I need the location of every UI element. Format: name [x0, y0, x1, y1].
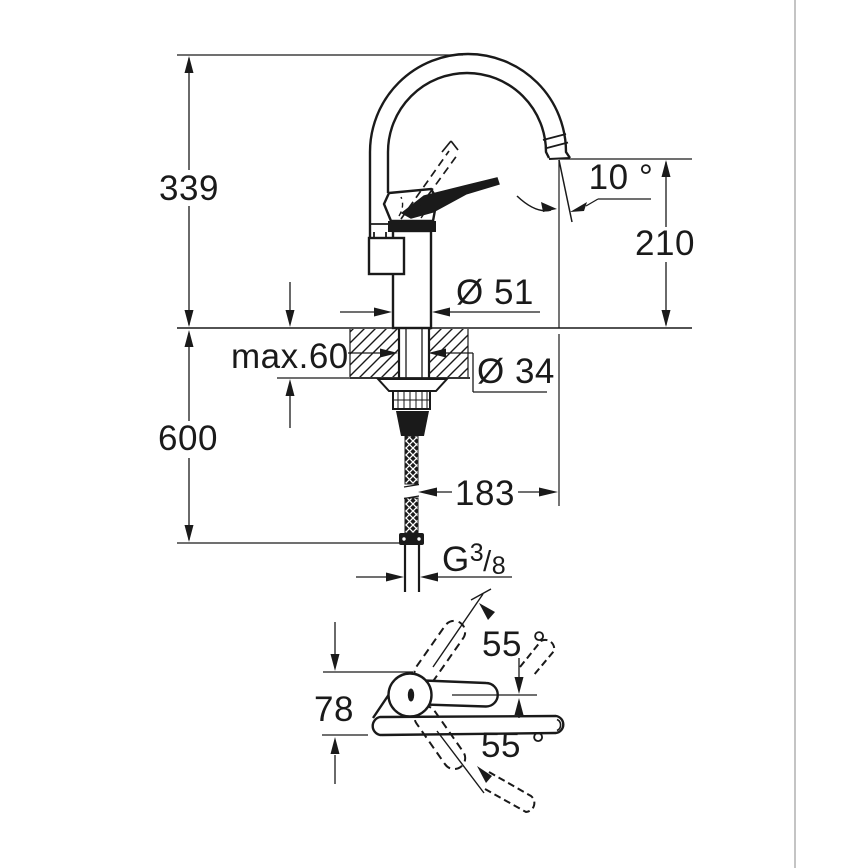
mounting-flange [375, 378, 450, 392]
plan-swung-tip-upper-dashed [519, 638, 556, 677]
side-view-faucet [367, 52, 571, 330]
thread-slash: / [483, 546, 492, 578]
angle-55-lower-ray [436, 730, 485, 794]
thread-denominator: 8 [492, 552, 506, 580]
arrow-dia34-right [428, 348, 446, 358]
arrow-swivel-arc [541, 202, 557, 212]
raised-lever-tip-arrow [441, 140, 459, 153]
arrow-339-bottom [184, 310, 194, 327]
thread-prefix: G [442, 540, 470, 579]
dim-spout-dia-label: Ø 51 [456, 273, 534, 312]
arrow-600-bottom [184, 525, 194, 542]
connector-highlight-left [402, 537, 406, 541]
tail-pipe [403, 545, 421, 592]
arrow-dia51-right [432, 307, 450, 317]
dimension-arrowheads [184, 56, 671, 783]
hose-connector [399, 533, 424, 545]
plan-spout [371, 714, 565, 737]
arrow-210-top [661, 160, 671, 177]
cartridge-collar [388, 221, 436, 232]
arrow-g38-right [420, 572, 438, 582]
arrow-55-lower-center [514, 698, 524, 715]
nut-knurling [393, 391, 430, 409]
arrow-183-left [418, 487, 437, 497]
spout-outer-arc [368, 52, 571, 238]
hose-cone [396, 411, 429, 436]
arrow-183-right [539, 487, 558, 497]
arrow-78-top [330, 654, 340, 671]
arrow-dia34-left [380, 348, 398, 358]
arrow-max60-bottom [285, 379, 295, 396]
dim-spout-angle-label: 10 ° [589, 158, 654, 197]
arrow-10deg-leader [570, 202, 587, 212]
dim-height-label: 339 [159, 169, 219, 208]
box-top-notches [373, 232, 387, 238]
handle-lever-side [400, 177, 500, 219]
arrow-max60-top [285, 310, 295, 327]
dim-hose-depth-label: 600 [158, 419, 218, 458]
arrow-55-lower-ray [477, 766, 492, 783]
plan-lever-arm [421, 679, 499, 708]
ext-lines-78 [322, 671, 413, 736]
dim-thread-label: G3/8 [442, 539, 506, 580]
plan-swung-tip-lower-dashed [484, 771, 536, 814]
plan-lever-down-dashed [413, 705, 467, 771]
thread-numerator: 3 [470, 539, 484, 567]
dim-counter-thickness-label: max.60 [231, 337, 349, 376]
shank-inner [405, 329, 423, 379]
angle-10-ray [558, 159, 573, 223]
body-side-box [367, 236, 406, 276]
dimension-labels: 339 600 max.60 Ø 51 Ø 34 210 10 ° 183 G3… [158, 158, 695, 765]
handle-lever-raised-dashed [400, 150, 459, 220]
dim-swing-upper-label: 55 ° [482, 625, 547, 664]
arrow-g38-left [386, 572, 404, 582]
braided-hose-lower [404, 497, 419, 534]
angle-55-upper-ray [432, 588, 492, 668]
leader-dia34 [348, 352, 547, 393]
connector-highlight-right [417, 537, 421, 541]
arrow-600-top [184, 330, 194, 347]
aerator-joint-lines [542, 133, 569, 150]
dim-reach-label: 183 [455, 474, 515, 513]
dim-swing-lower-label: 55 ° [481, 726, 546, 765]
braided-hose-upper [404, 435, 419, 485]
arrow-dia51-left [374, 307, 392, 317]
dim-hole-dia-label: Ø 34 [477, 352, 555, 391]
arrow-55-upper-center [514, 677, 524, 694]
plan-pivot-slot [407, 688, 415, 702]
plan-spout-tip-echo [556, 718, 562, 732]
shank-outer [397, 329, 431, 379]
plan-lever-up-dashed [413, 619, 467, 685]
arrow-55-upper-ray [479, 603, 495, 620]
dim-spout-height-label: 210 [635, 224, 695, 263]
dim-plan-depth-label: 78 [314, 690, 354, 729]
arrow-210-bottom [661, 310, 671, 327]
arrow-78-bottom [330, 737, 340, 754]
top-view-faucet [371, 619, 565, 814]
leader-10deg [585, 198, 651, 207]
spout-inner-arc [386, 71, 551, 193]
arrow-339-top [184, 56, 194, 73]
